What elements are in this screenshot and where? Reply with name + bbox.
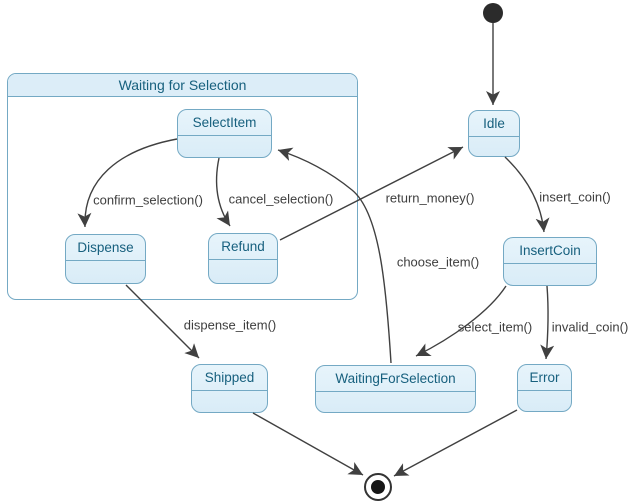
edge-insertcoin-to-error — [540, 285, 555, 360]
state-selectitem-label: SelectItem — [178, 110, 271, 136]
edge-error-to-final — [393, 409, 518, 477]
initial-state-icon — [483, 3, 503, 23]
final-state-core — [371, 480, 385, 494]
state-error-body — [518, 391, 571, 411]
state-insertcoin-label: InsertCoin — [504, 238, 596, 264]
composite-state-title: Waiting for Selection — [8, 74, 357, 97]
edge-shipped-to-final — [252, 412, 364, 476]
state-selectitem-body — [178, 136, 271, 157]
state-error[interactable]: Error — [517, 364, 572, 412]
state-shipped[interactable]: Shipped — [191, 364, 268, 413]
state-waitingforselection-label: WaitingForSelection — [316, 366, 475, 392]
state-selectitem[interactable]: SelectItem — [177, 109, 272, 158]
state-idle[interactable]: Idle — [468, 110, 520, 157]
state-insertcoin[interactable]: InsertCoin — [503, 237, 597, 286]
transition-label-cancel-selection: cancel_selection() — [228, 191, 334, 207]
state-insertcoin-body — [504, 264, 596, 285]
state-waitingforselection[interactable]: WaitingForSelection — [315, 365, 476, 413]
state-shipped-body — [192, 391, 267, 412]
state-shipped-label: Shipped — [192, 365, 267, 391]
transition-label-insert-coin: insert_coin() — [539, 189, 611, 205]
transition-label-choose-item: choose_item() — [396, 254, 480, 270]
final-state-icon — [364, 473, 392, 501]
state-error-label: Error — [518, 365, 571, 391]
state-refund[interactable]: Refund — [208, 233, 278, 284]
state-dispense[interactable]: Dispense — [65, 234, 146, 284]
transition-label-return-money: return_money() — [385, 190, 475, 206]
transition-label-confirm-selection: confirm_selection() — [93, 192, 203, 208]
state-waitingforselection-body — [316, 392, 475, 412]
transition-label-invalid-coin: invalid_coin() — [551, 319, 629, 335]
state-dispense-body — [66, 261, 145, 283]
state-dispense-label: Dispense — [66, 235, 145, 261]
edge-idle-to-insertcoin — [504, 156, 550, 233]
composite-state-waiting-for-selection[interactable]: Waiting for Selection — [7, 73, 358, 300]
state-refund-label: Refund — [209, 234, 277, 260]
state-idle-body — [469, 137, 519, 156]
transition-label-dispense-item: dispense_item() — [183, 317, 277, 333]
state-refund-body — [209, 260, 277, 283]
state-idle-label: Idle — [469, 111, 519, 137]
transition-label-select-item: select_item() — [457, 319, 533, 335]
